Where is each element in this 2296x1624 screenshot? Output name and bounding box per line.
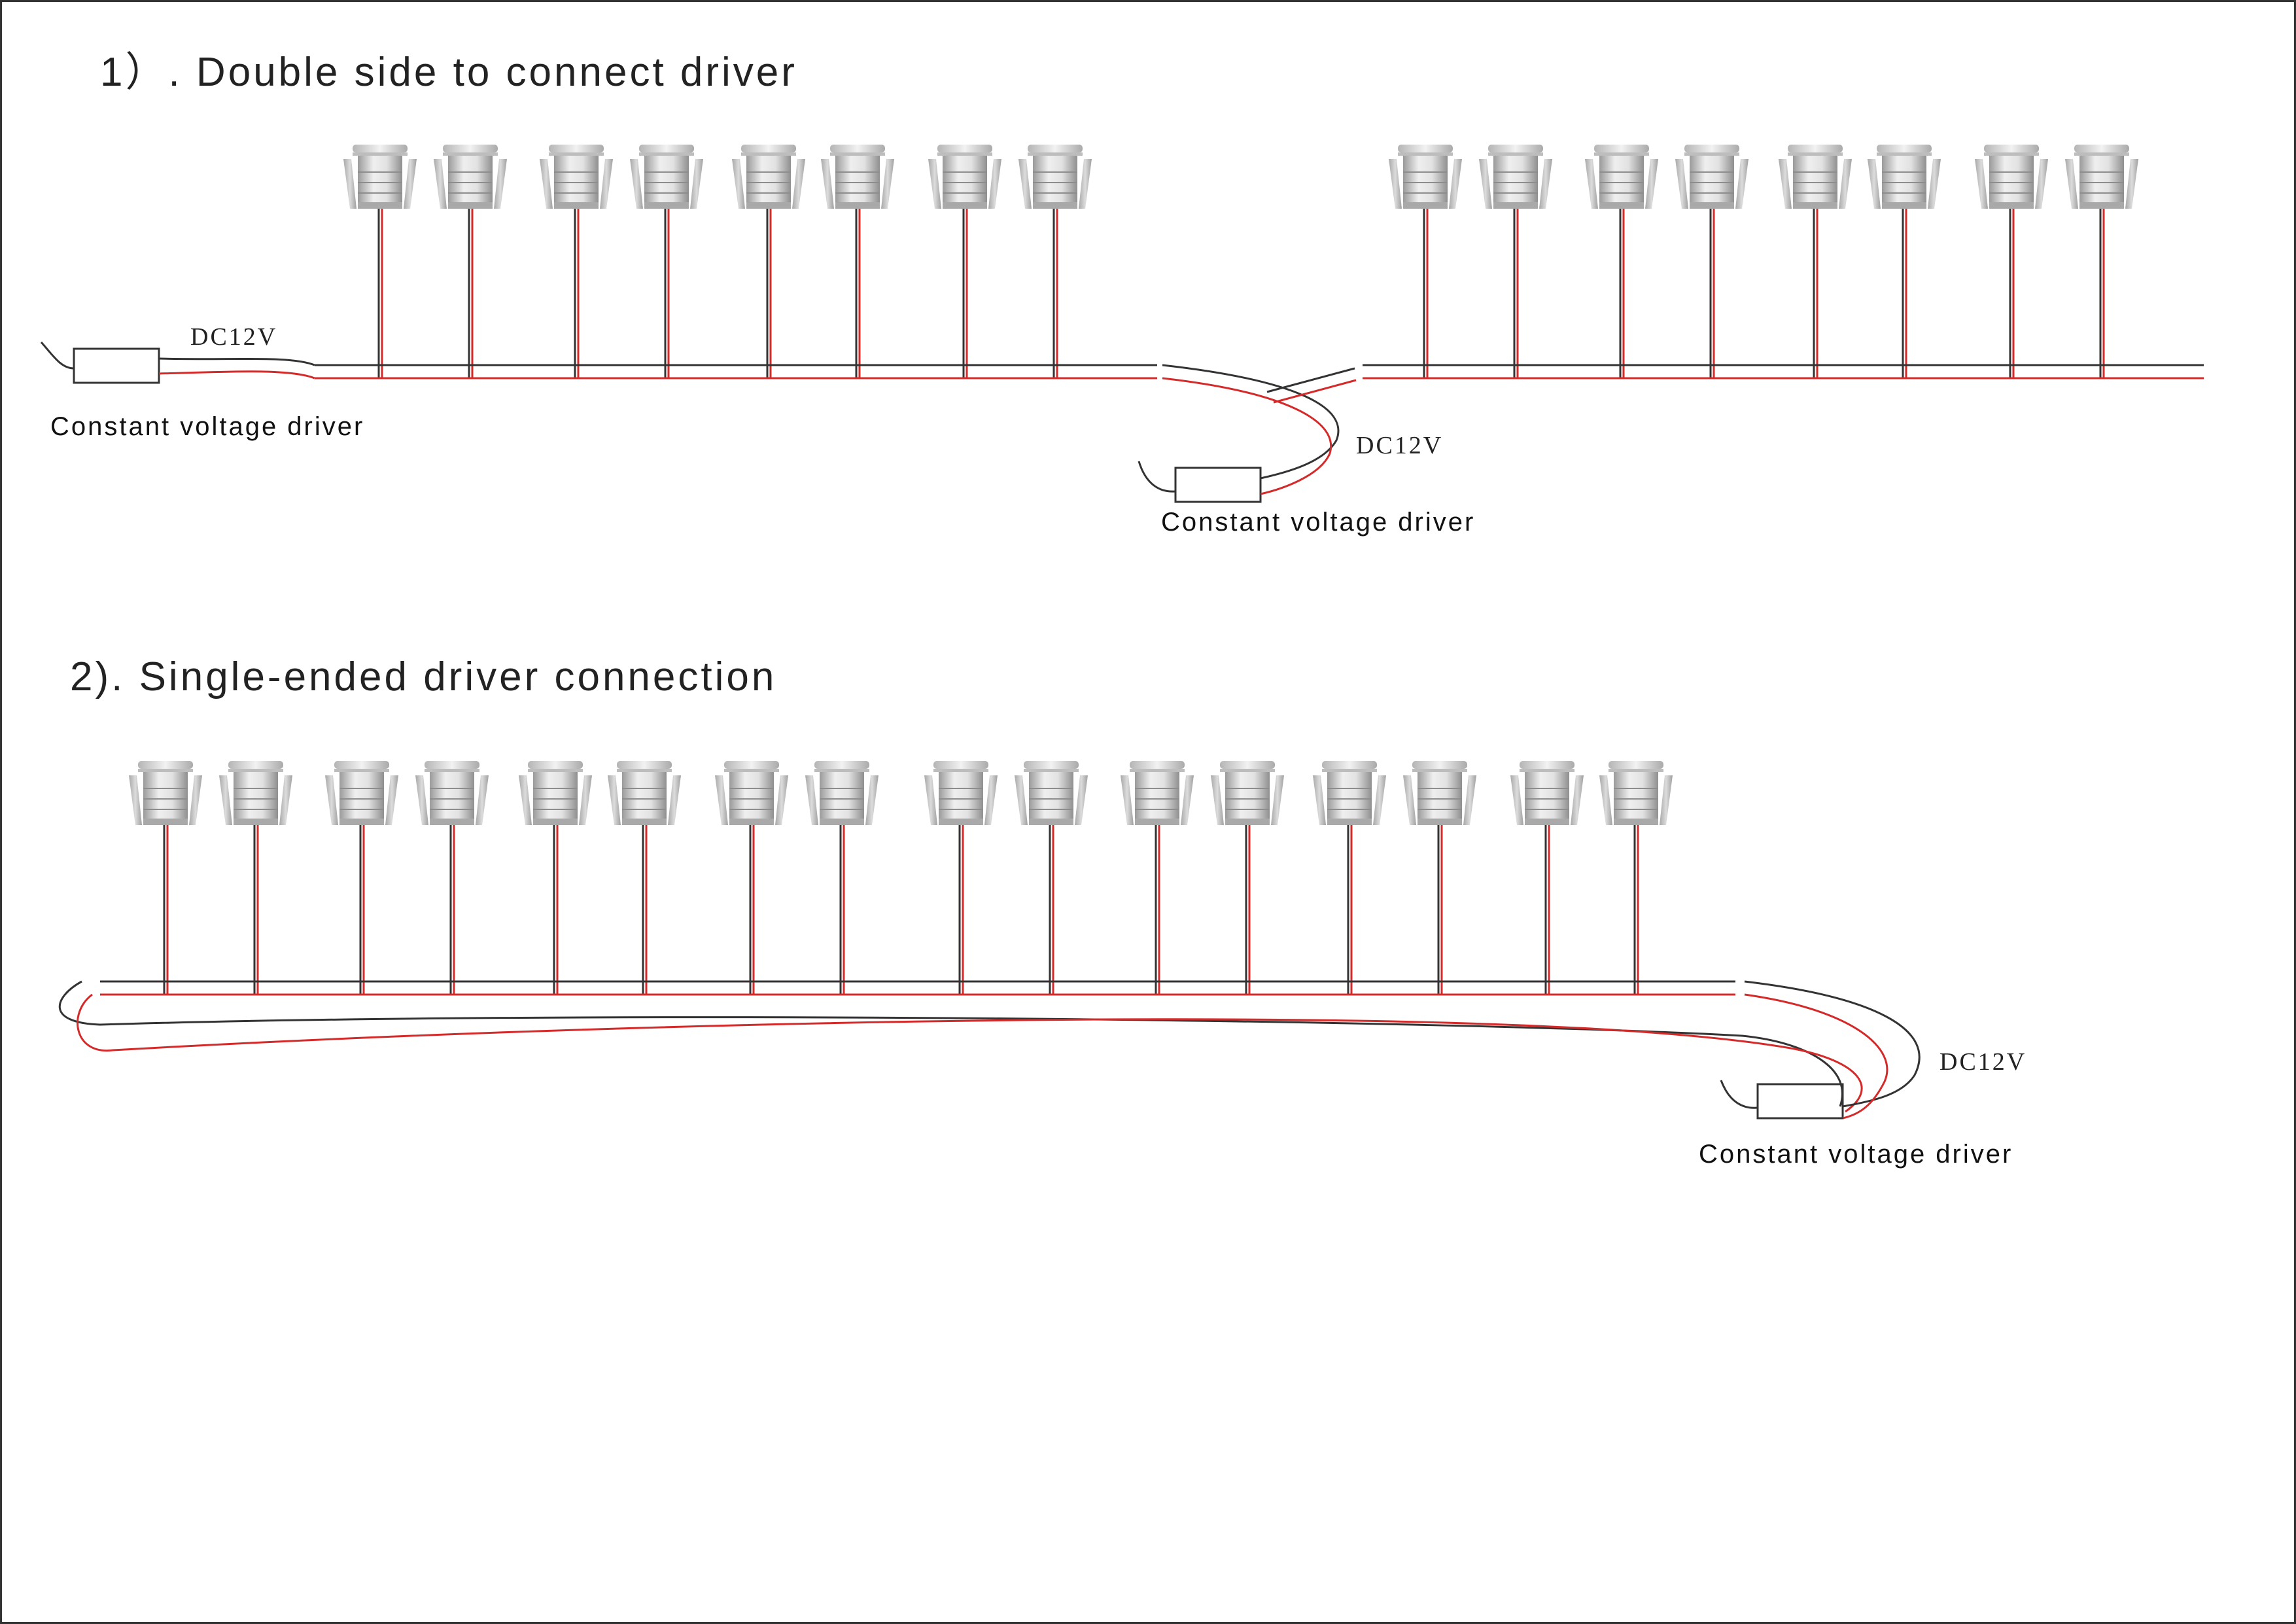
led-downlight-icon (1974, 144, 2049, 378)
led-body (1018, 144, 1092, 209)
crossover-positive (1273, 379, 1357, 404)
driver-box-icon (1174, 467, 1262, 503)
led-body (433, 144, 508, 209)
led-downlight-icon (518, 760, 593, 995)
led-body (324, 760, 399, 826)
led-body (128, 760, 203, 826)
led-body (820, 144, 895, 209)
led-body (1599, 760, 1673, 826)
return-lead-negative (58, 980, 1843, 1107)
led-body (1675, 144, 1749, 209)
driver-left-output-negative (158, 357, 315, 366)
led-downlight-icon (218, 760, 293, 995)
section1-driver-right-label: Constant voltage driver (1161, 508, 1475, 537)
direct-lead-negative (1744, 980, 1921, 1108)
led-downlight-icon (1584, 144, 1659, 378)
section2-light-row (58, 760, 1921, 1120)
led-body (1120, 760, 1194, 826)
led-downlight-icon (1778, 144, 1852, 378)
driver-right-input (1138, 461, 1176, 493)
led-downlight-icon (433, 144, 508, 378)
driver-box-icon (73, 347, 160, 384)
led-body (1478, 144, 1553, 209)
led-body (539, 144, 614, 209)
section2-driver-label: Constant voltage driver (1699, 1140, 2013, 1169)
led-body (1867, 144, 1941, 209)
direct-lead-positive (1744, 993, 1888, 1120)
return-lead-positive (77, 993, 1863, 1113)
led-downlight-icon (928, 144, 1002, 378)
led-downlight-icon (1014, 760, 1088, 995)
led-body (1778, 144, 1852, 209)
led-body (218, 760, 293, 826)
driver-box-icon (1756, 1083, 1844, 1120)
led-body (2064, 144, 2139, 209)
led-downlight-icon (714, 760, 789, 995)
led-body (1210, 760, 1285, 826)
led-downlight-icon (1312, 760, 1387, 995)
led-downlight-icon (1018, 144, 1092, 378)
led-downlight-icon (539, 144, 614, 378)
led-downlight-icon (1510, 760, 1584, 995)
section2-title: 2). Single-ended driver connection (70, 654, 776, 699)
led-body (415, 760, 489, 826)
driver-right-output-negative (1162, 364, 1340, 480)
led-body (343, 144, 417, 209)
led-downlight-icon (1675, 144, 1749, 378)
led-body (518, 760, 593, 826)
driver-left-input (40, 341, 75, 370)
section1-light-row (40, 144, 2204, 503)
led-body (805, 760, 879, 826)
led-downlight-icon (924, 760, 998, 995)
led-body (1312, 760, 1387, 826)
section2-voltage: DC12V (1939, 1048, 2026, 1076)
driver-left-output-positive (158, 370, 315, 380)
led-body (928, 144, 1002, 209)
led-downlight-icon (343, 144, 417, 378)
led-body (607, 760, 682, 826)
driver-input (1720, 1080, 1758, 1109)
led-body (1510, 760, 1584, 826)
crossover-negative (1266, 367, 1355, 393)
led-body (1974, 144, 2049, 209)
led-downlight-icon (1867, 144, 1941, 378)
led-body (1388, 144, 1463, 209)
led-downlight-icon (128, 760, 203, 995)
section1-driver-left-label: Constant voltage driver (50, 412, 364, 441)
led-downlight-icon (1478, 144, 1553, 378)
led-downlight-icon (1388, 144, 1463, 378)
led-body (1014, 760, 1088, 826)
driver-right-output-positive (1162, 377, 1332, 495)
led-downlight-icon (2064, 144, 2139, 378)
led-body (731, 144, 806, 209)
section1-title: 1）. Double side to connect driver (100, 50, 797, 95)
led-downlight-icon (1599, 760, 1673, 995)
led-body (1584, 144, 1659, 209)
led-downlight-icon (820, 144, 895, 378)
led-downlight-icon (629, 144, 704, 378)
led-downlight-icon (324, 760, 399, 995)
led-body (924, 760, 998, 826)
led-downlight-icon (805, 760, 879, 995)
led-body (714, 760, 789, 826)
led-downlight-icon (1210, 760, 1285, 995)
led-downlight-icon (1120, 760, 1194, 995)
section1-voltage-right: DC12V (1356, 432, 1443, 459)
led-body (629, 144, 704, 209)
led-downlight-icon (415, 760, 489, 995)
led-downlight-icon (1402, 760, 1477, 995)
led-downlight-icon (731, 144, 806, 378)
section1-voltage-left: DC12V (190, 323, 277, 351)
led-downlight-icon (607, 760, 682, 995)
led-body (1402, 760, 1477, 826)
